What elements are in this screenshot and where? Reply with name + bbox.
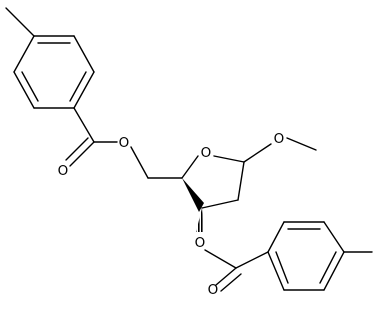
c3-o-hashed-bond <box>196 208 204 232</box>
aryl-carbonyl-bond <box>73 107 95 143</box>
ring-bond <box>13 71 35 109</box>
ring-double-bond-inner <box>21 71 39 102</box>
ester-3-linkage <box>196 208 269 292</box>
carbonyl-double-bond <box>215 267 237 286</box>
ring-bond <box>267 251 285 291</box>
top-toluoyl-ring <box>5 7 95 109</box>
ring-bond <box>267 221 285 253</box>
ring-bond <box>73 71 95 109</box>
methoxy-group <box>243 137 317 163</box>
c2-c3-bond <box>201 199 239 209</box>
ring-bond <box>323 221 345 253</box>
methoxy-o-label: O <box>274 131 285 147</box>
c4-ring-o-bond <box>181 155 199 179</box>
furanose-ring <box>181 155 245 212</box>
ring-o-label: O <box>201 145 212 161</box>
o-ch2-bond <box>130 146 149 179</box>
carbonyl-double-bond <box>69 141 95 167</box>
c1-methoxy-o-bond <box>243 143 272 163</box>
ring-double-bond-inner <box>319 251 337 284</box>
o-carbonyl-bond <box>204 249 237 269</box>
carbonyl-double-bond-second <box>65 137 89 161</box>
carbonyl-aryl-bond <box>235 251 269 269</box>
c3-c4-wedge-bond <box>182 178 204 212</box>
bottom-toluoyl-ring <box>267 221 373 291</box>
ester5-o-label: O <box>119 135 130 151</box>
c1-c2-bond <box>237 161 245 201</box>
ring-bond <box>13 35 35 73</box>
ring-double-bond-inner <box>275 251 289 284</box>
methoxy-methyl-bond <box>286 137 317 151</box>
ester-5-linkage <box>65 107 183 179</box>
atom-labels: O O O O O O <box>58 131 285 298</box>
ring-o-c1-bond <box>213 155 245 163</box>
ester5-carbonyl-o-label: O <box>58 163 69 179</box>
ring-double-bond-inner <box>69 71 87 102</box>
ring-bond <box>323 251 345 291</box>
carbonyl-double-bond-second <box>220 273 242 292</box>
ester3-carbonyl-o-label: O <box>208 282 219 298</box>
ring-bond <box>73 35 95 73</box>
top-methyl-bond <box>5 7 35 37</box>
ester3-o-label: O <box>195 235 206 251</box>
